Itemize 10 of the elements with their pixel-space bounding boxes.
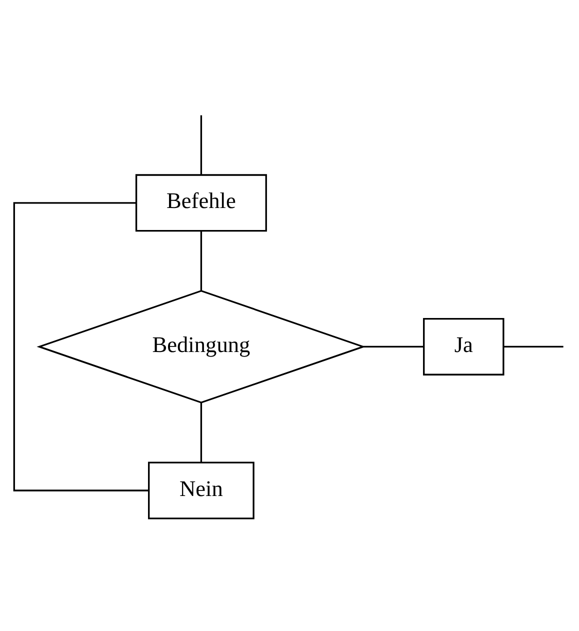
connector: [200, 402, 202, 462]
connector: [200, 114, 202, 174]
connector: [363, 345, 424, 348]
node-box: Ja: [423, 317, 504, 375]
node-box: Nein: [148, 461, 254, 519]
node-box: Befehle: [135, 174, 267, 232]
node-diamond: Bedingung: [36, 289, 366, 403]
connector: [13, 202, 149, 491]
connector: [200, 230, 202, 290]
connector: [504, 345, 564, 348]
